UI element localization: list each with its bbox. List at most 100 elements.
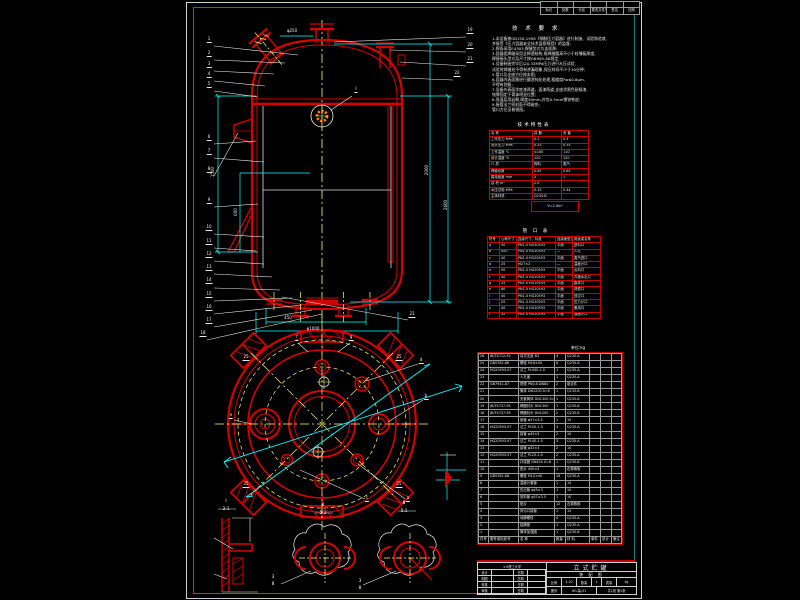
table-cell [600,416,612,425]
table-cell [611,409,622,418]
signature-cell: 设计 [478,570,492,576]
title-block: ××理工大学 设计日期制图日期校核日期审核日期 立式贮罐 装 配 图 比例 1:… [477,562,637,595]
drawing-label: 1 [206,36,212,43]
drawing-label: Ⅱ [321,502,325,507]
table-cell [600,479,612,488]
table-cell: 1 [554,388,566,397]
table-cell: HG20593-97 [488,367,519,376]
table-cell: 压出管 φ45×3 [518,486,555,495]
table-cell: JB/T4712-92 [488,352,519,362]
table-cell [611,416,622,425]
drawing-label: f [295,334,299,341]
bom-note: 单位:kg [570,345,586,350]
table-cell: 补强圈 DN450 δ=6 [518,458,555,467]
signature-cell: 校核 [478,582,492,588]
table-cell: 接管 φ57×3.5 [518,416,555,425]
table-cell: 垫片 450×3 [518,465,555,474]
table-cell: 1 [554,529,566,538]
sheet-outer-border [186,2,642,599]
table-cell: 15 [478,430,489,439]
table-cell [600,529,612,538]
tech-req-line: 并接受《压力容器安全技术监察规程》的监督; [492,41,572,47]
table-cell [600,402,612,411]
sheet-inner-border [193,7,635,594]
table-cell: 1 [554,508,566,517]
table-cell [589,522,601,531]
drawing-label: 20 [466,42,474,49]
drawing-label: 8 [358,585,362,590]
table-cell: 名 称 [518,536,555,545]
table-cell [600,381,612,390]
drawing-label: 10 [205,224,213,231]
org-name: ××理工大学 [478,563,546,570]
signature-cell: 日期 [514,570,528,576]
table-cell: 1 [554,522,566,531]
table-cell: 3 [554,437,566,446]
table-cell [600,458,612,467]
table-cell: Q235-A [565,472,590,481]
table-cell [611,479,622,488]
table-cell: 组合件 [565,381,590,390]
table-cell [589,493,601,502]
table-cell [611,458,622,467]
drawing-label: 5:1 [400,508,408,513]
tech-req-line: 1.本设备按GB150-1998《钢制压力容器》进行制造、试验和验收, [492,36,607,41]
table-cell [589,388,601,397]
table-cell: GB7941-87 [488,381,519,390]
table-cell [488,458,519,467]
table-cell [589,515,601,524]
table-cell: 1 [554,465,566,474]
table-cell: 4 [478,508,489,517]
drawing-label: 25 [242,481,250,488]
table-cell: 14 [478,437,489,446]
drawing-label: 2000 [424,164,429,176]
table-cell [611,472,622,481]
table-cell [488,416,519,425]
table-cell [589,352,601,362]
drawing-label: 16 [205,304,213,311]
table-cell: 接管 φ32×3 [518,444,555,453]
table-cell: 2 [554,430,566,439]
qty-label: 数量 [577,578,592,586]
table-cell: 10 [565,444,590,453]
table-cell: GB5782-86 [488,472,519,481]
table-cell [600,409,612,418]
drawing-label: 22 [453,70,461,77]
table-cell [600,444,612,453]
table-cell: 23 [478,374,489,383]
table-cell [589,472,601,481]
table-cell [600,465,612,474]
tech-req-line: 9.接管法兰密封面不得碰伤; [492,102,540,108]
table-cell: Q235-A [565,360,590,369]
table-cell [488,529,519,538]
table-cell [611,388,622,397]
drawing-subtitle: 装 配 图 [547,572,636,578]
drawing-label: b [423,393,429,400]
table-cell [589,423,601,432]
drawing-label: e [228,412,234,419]
table-cell: 压力计口 [572,298,601,307]
sheet-count: 共1张 第1张 [607,589,626,593]
table-cell: 件号 [478,536,489,545]
qty-value: 1 [592,578,602,586]
table-cell [589,458,601,467]
table-cell [488,522,519,531]
table-cell [611,360,622,369]
table-cell: 22 [478,381,489,390]
bom-bottom-rule [477,560,635,562]
